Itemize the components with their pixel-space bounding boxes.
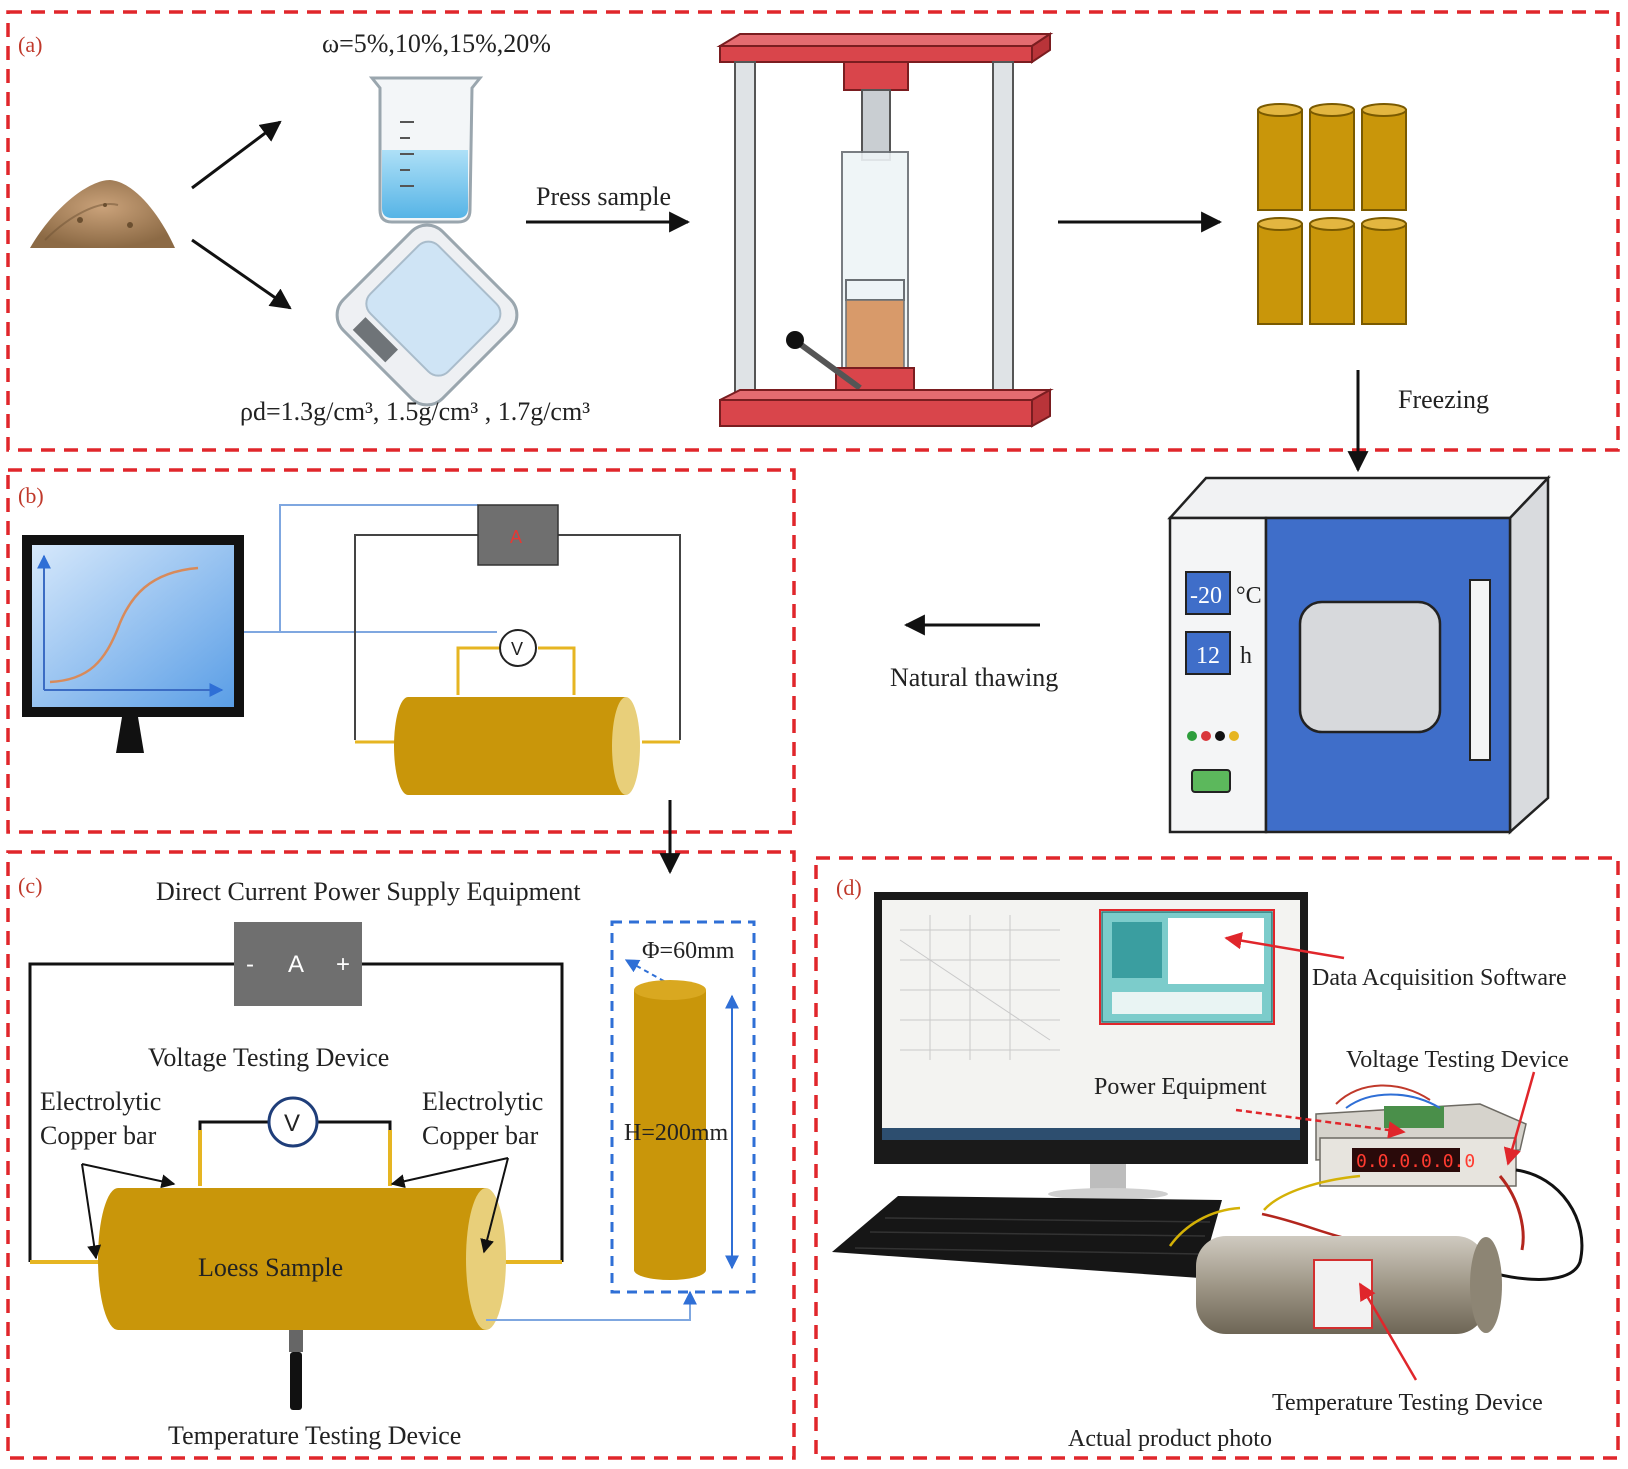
ammeter-c-plus: + bbox=[336, 951, 350, 978]
ammeter-c-minus: - bbox=[246, 951, 254, 978]
actual-photo-caption: Actual product photo bbox=[1068, 1426, 1272, 1452]
copper-bar-left-line1: Electrolytic bbox=[40, 1087, 161, 1116]
loess-sample-cylinder-c bbox=[98, 1188, 506, 1330]
pointer-data-software bbox=[1224, 932, 1345, 960]
circuit-c bbox=[28, 962, 564, 1264]
panel-c-frame bbox=[6, 850, 796, 1460]
freezer-duration: 12 bbox=[1196, 643, 1220, 669]
panel-a-frame bbox=[6, 10, 1620, 452]
panel-d-frame bbox=[814, 856, 1620, 1460]
blue-link-sample-to-detail bbox=[486, 1290, 697, 1321]
freezer-duration-unit: h bbox=[1240, 643, 1252, 669]
height-label: H=200mm bbox=[624, 1120, 729, 1146]
power-equipment-label: Power Equipment bbox=[1094, 1074, 1267, 1100]
voltage-device-label-c: Voltage Testing Device bbox=[148, 1043, 389, 1072]
wires-photo bbox=[1168, 1168, 1584, 1281]
ammeter-b-label: A bbox=[510, 527, 522, 547]
ammeter-c bbox=[234, 922, 362, 1006]
temperature-device-label-c: Temperature Testing Device bbox=[168, 1421, 461, 1450]
sample-dimension-box bbox=[610, 920, 756, 1294]
meter-readout: 0.0.0.0.0.0 bbox=[1356, 1151, 1475, 1172]
temperature-probe-c bbox=[289, 1330, 303, 1352]
keyboard-photo bbox=[832, 1196, 1222, 1278]
dc-power-label: Direct Current Power Supply Equipment bbox=[156, 877, 581, 906]
power-supply-photo: 0.0.0.0.0.0 bbox=[1315, 1084, 1527, 1187]
loess-sample-label: Loess Sample bbox=[198, 1253, 343, 1282]
press-sample-label: Press sample bbox=[536, 182, 671, 211]
freezer-temp-unit: °C bbox=[1236, 583, 1262, 609]
panel-a-letter: (a) bbox=[18, 32, 42, 57]
temperature-device-label-d: Temperature Testing Device bbox=[1272, 1390, 1543, 1416]
monitor-icon bbox=[22, 535, 244, 753]
voltage-device-label-d: Voltage Testing Device bbox=[1346, 1047, 1569, 1073]
wrapped-sample-photo bbox=[1196, 1236, 1502, 1334]
loess-soil-pile bbox=[30, 180, 175, 248]
circuit-b bbox=[244, 504, 681, 744]
natural-thawing-label: Natural thawing bbox=[890, 663, 1058, 692]
panel-b-frame bbox=[6, 468, 796, 834]
pointer-voltage-device bbox=[1503, 1071, 1536, 1166]
panel-b-letter: (b) bbox=[18, 483, 44, 508]
panel-c-letter: (c) bbox=[18, 873, 42, 898]
sample-cylinder-b bbox=[394, 697, 640, 795]
panel-d-letter: (d) bbox=[836, 875, 862, 900]
pointer-temperature-device bbox=[1358, 1282, 1418, 1381]
water-content-label: ω=5%,10%,15%,20% bbox=[322, 29, 551, 58]
pointer-copper-left-b bbox=[81, 1163, 176, 1189]
arrow-soil-to-scale bbox=[191, 238, 292, 310]
data-software-highlight bbox=[1099, 909, 1275, 1025]
freezing-label: Freezing bbox=[1398, 385, 1489, 414]
prepared-samples-icon bbox=[1257, 103, 1407, 325]
diameter-label: Φ=60mm bbox=[642, 938, 735, 964]
copper-bar-right-line2: Copper bar bbox=[422, 1121, 539, 1150]
pointer-copper-left-a bbox=[81, 1163, 102, 1260]
copper-bar-left-line2: Copper bar bbox=[40, 1121, 157, 1150]
beaker-icon bbox=[368, 76, 484, 224]
copper-bar-right-line1: Electrolytic bbox=[422, 1087, 543, 1116]
data-software-label: Data Acquisition Software bbox=[1312, 965, 1567, 991]
voltmeter-c-label: V bbox=[284, 1110, 300, 1137]
voltmeter-c bbox=[267, 1096, 319, 1148]
scale-icon bbox=[335, 223, 519, 407]
press-machine-icon bbox=[716, 32, 1054, 428]
freezer-temperature: -20 bbox=[1190, 583, 1222, 609]
ammeter-c-label: A bbox=[288, 951, 304, 978]
voltmeter-b-label: V bbox=[511, 639, 523, 659]
ammeter-b bbox=[477, 504, 559, 566]
pointer-copper-right-b bbox=[480, 1157, 509, 1254]
temperature-probe-c-body bbox=[290, 1352, 302, 1410]
pointer-power-equipment bbox=[1235, 1108, 1406, 1139]
computer-monitor-photo bbox=[874, 892, 1308, 1200]
dry-density-label: ρd=1.3g/cm³, 1.5g/cm³ , 1.7g/cm³ bbox=[240, 397, 590, 426]
sample-tall-cylinder bbox=[634, 980, 706, 1280]
pointer-copper-right-a bbox=[390, 1157, 509, 1189]
voltmeter-b bbox=[499, 629, 537, 667]
freezer-icon bbox=[1167, 474, 1551, 835]
arrow-soil-to-beaker bbox=[191, 120, 282, 190]
